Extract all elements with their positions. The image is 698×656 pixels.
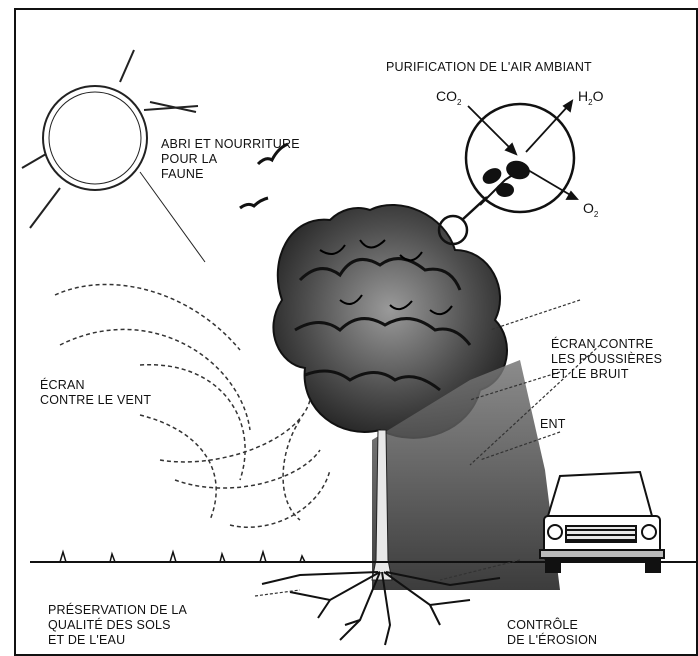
- leaf-icon: [480, 158, 532, 205]
- label-vent: ÉCRAN CONTRE LE VENT: [40, 378, 151, 408]
- label-erosion: CONTRÔLE DE L'ÉROSION: [507, 618, 597, 648]
- label-sols: PRÉSERVATION DE LA QUALITÉ DES SOLS ET D…: [48, 603, 187, 648]
- label-faune: ABRI ET NOURRITURE POUR LA FAUNE: [161, 137, 300, 182]
- label-poussieres: ÉCRAN CONTRE LES POUSSIÈRES ET LE BRUIT: [551, 337, 662, 382]
- label-purification: PURIFICATION DE L'AIR AMBIANT: [386, 60, 592, 75]
- label-ent: ENT: [540, 417, 566, 432]
- o2-formula: O2: [583, 200, 598, 219]
- gas-arrows: [468, 101, 577, 199]
- magnifier-icon: [439, 104, 574, 244]
- car-icon: [540, 472, 664, 572]
- co2-formula: CO2: [436, 88, 461, 107]
- h2o-formula: H2O: [578, 88, 603, 107]
